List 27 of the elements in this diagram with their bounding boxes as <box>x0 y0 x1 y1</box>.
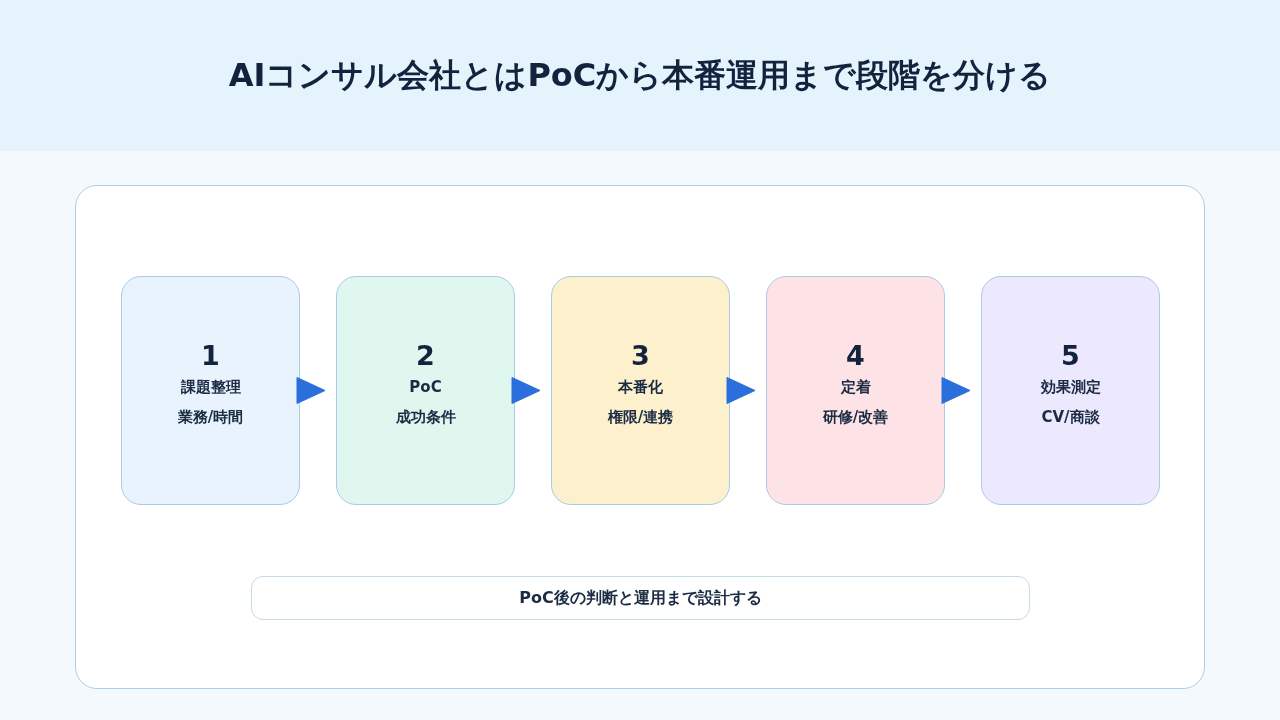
step-box <box>551 276 730 505</box>
step-detail: 成功条件 <box>395 407 456 429</box>
step-number: 2 <box>416 340 435 371</box>
step-box <box>336 276 515 505</box>
step-detail: 権限/連携 <box>607 407 674 429</box>
summary-text: PoC後の判断と運用まで設計する <box>519 587 762 609</box>
step-title: 課題整理 <box>180 377 241 399</box>
title: AIコンサル会社とはPoCから本番運用まで段階を分ける <box>228 54 1052 96</box>
step-title: PoC <box>409 377 442 399</box>
step-detail: 業務/時間 <box>177 407 244 429</box>
arrow <box>726 377 756 404</box>
step-box <box>766 276 945 505</box>
step-number: 4 <box>846 340 865 371</box>
arrow <box>941 377 971 404</box>
arrow <box>511 377 541 404</box>
step-title: 定着 <box>840 377 871 399</box>
step-detail: CV/商談 <box>1041 407 1100 429</box>
step-number: 1 <box>201 340 220 371</box>
step-title: 本番化 <box>618 377 663 399</box>
step-box <box>121 276 300 505</box>
step-number: 5 <box>1061 340 1080 371</box>
summary-box <box>251 576 1030 620</box>
step-title: 効果測定 <box>1040 377 1101 399</box>
arrow <box>296 377 326 404</box>
step-number: 3 <box>631 340 650 371</box>
step-detail: 研修/改善 <box>822 407 889 429</box>
step-box <box>981 276 1160 505</box>
